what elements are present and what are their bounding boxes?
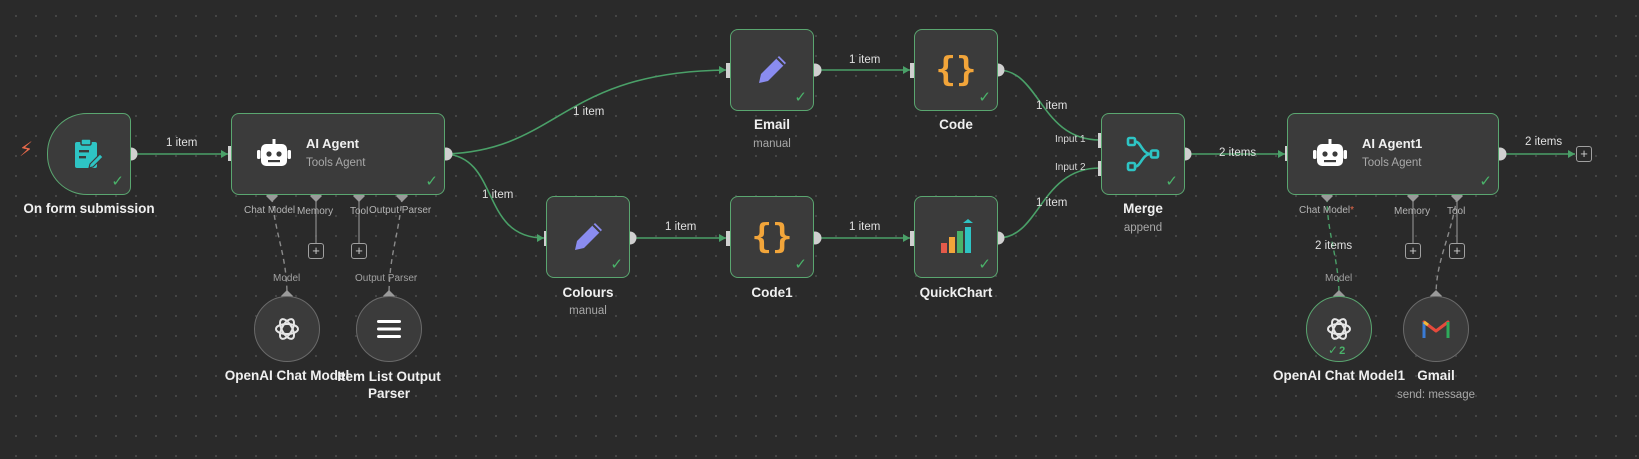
success-check-icon: ✓ <box>794 89 807 106</box>
edge-label-agent-to-colours: 1 item <box>482 189 514 201</box>
node-code[interactable]: {} ✓ <box>914 29 998 111</box>
add-memory-button[interactable]: + <box>308 243 324 259</box>
edge-label-colours-to-code1: 1 item <box>665 221 697 233</box>
node-on-form-submission[interactable]: ✓ <box>47 113 131 195</box>
edge-gmail-to-agent1 <box>1435 196 1458 297</box>
port-label-chat-model: Chat Model* <box>1299 205 1354 216</box>
port-label-chat-model-text: Chat Model <box>1299 205 1351 216</box>
port-label-model: Model <box>1325 273 1353 284</box>
robot-icon <box>1308 134 1352 174</box>
gmail-icon <box>1422 320 1450 338</box>
node-title: AI Agent1 <box>1362 136 1423 151</box>
add-tool-button[interactable]: + <box>351 243 367 259</box>
pencil-icon <box>547 197 629 277</box>
port-label-tool: Tool <box>350 206 369 217</box>
node-sublabel-colours: manual <box>569 305 607 317</box>
braces-icon: {} <box>935 50 977 90</box>
node-label-openai-chat-model: OpenAI Chat Model <box>224 368 350 383</box>
edge-label-agent-to-email: 1 item <box>573 106 605 118</box>
edge-label-code-to-merge: 1 item <box>1036 100 1068 112</box>
merge-icon <box>1102 114 1184 194</box>
node-sublabel-email: manual <box>753 138 791 150</box>
node-item-list-output-parser[interactable] <box>356 296 422 362</box>
openai-icon <box>275 318 299 340</box>
node-email[interactable]: ✓ <box>730 29 814 111</box>
success-check-icon: ✓ <box>1479 173 1492 190</box>
port-label-tool: Tool <box>1447 206 1466 217</box>
node-subtitle: Tools Agent <box>1362 157 1422 169</box>
edge-quickchart-to-merge <box>997 167 1101 239</box>
node-openai-chat-model1[interactable] <box>1306 296 1372 362</box>
node-subtitle: Tools Agent <box>306 157 366 169</box>
add-tool-button[interactable]: + <box>1449 243 1465 259</box>
success-check-icon: ✓ <box>978 256 991 273</box>
node-openai-chat-model[interactable] <box>254 296 320 362</box>
success-check-icon: ✓ <box>111 173 124 190</box>
node-label-on-form-submission: On form submission <box>23 201 155 216</box>
node-label-gmail: Gmail <box>1417 368 1455 383</box>
merge-input2-label: Input 2 <box>1055 162 1086 173</box>
port-label-output-parser: Output Parser <box>369 205 432 216</box>
node-label-email: Email <box>753 117 791 132</box>
node-sublabel-gmail: send: message <box>1397 389 1475 401</box>
form-icon <box>48 114 130 194</box>
robot-icon <box>252 134 296 174</box>
list-icon <box>377 320 401 338</box>
node-code1[interactable]: {} ✓ <box>730 196 814 278</box>
edge-label-model1-to-agent1: 2 items <box>1315 240 1353 252</box>
openai-icon <box>1327 318 1351 340</box>
node-label-line2: Parser <box>367 386 411 401</box>
port-label-model: Model <box>273 273 301 284</box>
edge-code-to-merge <box>997 69 1101 141</box>
node-label-merge: Merge <box>1123 201 1163 216</box>
node-gmail[interactable] <box>1403 296 1469 362</box>
edge-agent-to-colours <box>445 153 545 239</box>
node-colours[interactable]: ✓ <box>546 196 630 278</box>
node-label-item-list-output-parser: Item List Output Parser <box>333 368 445 402</box>
edge-label-quickchart-to-merge: 1 item <box>1036 197 1068 209</box>
port-label-chat-model: Chat Model <box>244 205 296 216</box>
add-memory-button[interactable]: + <box>1405 243 1421 259</box>
add-next-node-button[interactable]: + <box>1576 146 1592 162</box>
node-label-colours: Colours <box>562 285 614 300</box>
required-mark: * <box>1350 205 1355 216</box>
merge-input1-label: Input 1 <box>1055 134 1086 145</box>
success-check-icon: ✓ <box>425 173 438 190</box>
edge-label-merge-to-agent1: 2 items <box>1219 147 1257 159</box>
trigger-bolt-icon: ⚡︎ <box>19 139 34 161</box>
port-label-output-parser-in: Output Parser <box>355 273 418 284</box>
port-label-memory: Memory <box>297 206 334 217</box>
edge-label-form-to-agent: 1 item <box>166 137 198 149</box>
node-ai-agent[interactable]: AI Agent Tools Agent ✓ <box>231 113 445 195</box>
edge-label-email-to-code: 1 item <box>849 54 881 66</box>
edge-agent-to-email <box>445 69 727 155</box>
node-ai-agent1[interactable]: AI Agent1 Tools Agent ✓ <box>1287 113 1499 195</box>
node-quickchart[interactable]: ✓ <box>914 196 998 278</box>
node-label-line1: Item List Output <box>337 369 441 384</box>
bar-chart-icon <box>915 197 997 277</box>
edge-model-to-agent <box>271 196 288 297</box>
success-check-icon: ✓2 <box>1328 343 1346 357</box>
edge-label-agent1-out: 2 items <box>1525 136 1563 148</box>
success-check-icon: ✓ <box>1165 173 1178 190</box>
node-sublabel-merge: append <box>1123 222 1163 234</box>
node-label-quickchart: QuickChart <box>919 285 993 300</box>
braces-icon: {} <box>751 217 793 257</box>
success-check-icon: ✓ <box>978 89 991 106</box>
node-title: AI Agent <box>306 136 359 151</box>
run-count: 2 <box>1339 345 1346 357</box>
success-check-icon: ✓ <box>794 256 807 273</box>
edge-label-code1-to-quickchart: 1 item <box>849 221 881 233</box>
pencil-icon <box>731 30 813 110</box>
edge-parser-to-agent <box>388 196 403 297</box>
success-check-icon: ✓ <box>610 256 623 273</box>
node-label-code: Code <box>939 117 973 132</box>
edge-model1-to-agent1 <box>1326 196 1340 297</box>
port-label-memory: Memory <box>1394 206 1431 217</box>
node-label-openai-chat-model1: OpenAI Chat Model1 <box>1272 368 1405 383</box>
node-merge[interactable]: ✓ <box>1101 113 1185 195</box>
node-label-code1: Code1 <box>751 285 793 300</box>
